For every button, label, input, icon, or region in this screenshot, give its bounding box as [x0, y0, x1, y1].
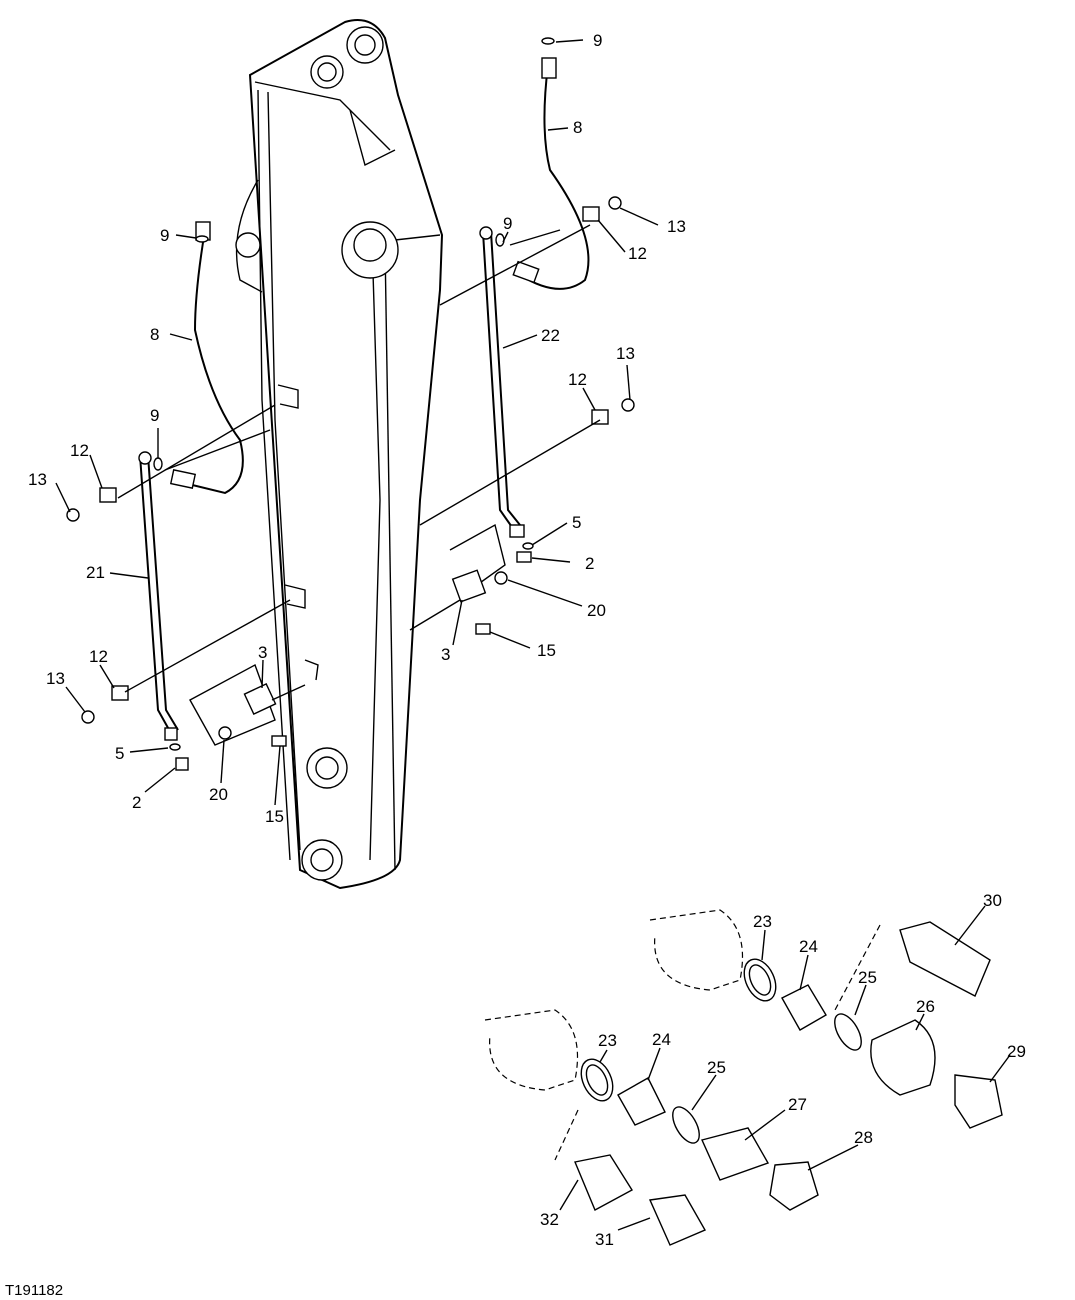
callout-2: 2 [132, 793, 141, 812]
callout-5: 5 [115, 744, 124, 763]
callout-21: 21 [86, 563, 105, 582]
callout-8: 8 [150, 325, 159, 344]
callout-13: 13 [46, 669, 65, 688]
callout-25: 25 [707, 1058, 726, 1077]
callout-9: 9 [150, 406, 159, 425]
callout-9: 9 [160, 226, 169, 245]
callout-12: 12 [568, 370, 587, 389]
figure-reference: T191182 [5, 1282, 63, 1299]
callout-labels: 9 8 13 12 9 22 13 12 5 2 20 3 15 9 8 9 1… [28, 31, 1026, 1249]
arm-body [235, 19, 444, 890]
callout-15: 15 [537, 641, 556, 660]
callout-13: 13 [616, 344, 635, 363]
callout-29: 29 [1007, 1042, 1026, 1061]
callout-3: 3 [441, 645, 450, 664]
callout-23: 23 [598, 1031, 617, 1050]
callout-30: 30 [983, 891, 1002, 910]
right-line-assembly [409, 37, 635, 635]
callout-9: 9 [593, 31, 602, 50]
callout-12: 12 [70, 441, 89, 460]
callout-12: 12 [89, 647, 108, 666]
callout-32: 32 [540, 1210, 559, 1229]
left-line-assembly [66, 221, 306, 771]
callout-3: 3 [258, 643, 267, 662]
callout-28: 28 [854, 1128, 873, 1147]
callout-12: 12 [628, 244, 647, 263]
callout-13: 13 [28, 470, 47, 489]
callout-23: 23 [753, 912, 772, 931]
callout-24: 24 [652, 1030, 671, 1049]
callout-13: 13 [667, 217, 686, 236]
callout-20: 20 [209, 785, 228, 804]
callout-27: 27 [788, 1095, 807, 1114]
callout-8: 8 [573, 118, 582, 137]
fitting-detail [484, 909, 1003, 1246]
callout-15: 15 [265, 807, 284, 826]
callout-24: 24 [799, 937, 818, 956]
callout-2: 2 [585, 554, 594, 573]
callout-25: 25 [858, 968, 877, 987]
callout-9: 9 [503, 214, 512, 233]
callout-26: 26 [916, 997, 935, 1016]
callout-leaders [55, 39, 1011, 1231]
callout-31: 31 [595, 1230, 614, 1249]
callout-22: 22 [541, 326, 560, 345]
callout-20: 20 [587, 601, 606, 620]
callout-5: 5 [572, 513, 581, 532]
